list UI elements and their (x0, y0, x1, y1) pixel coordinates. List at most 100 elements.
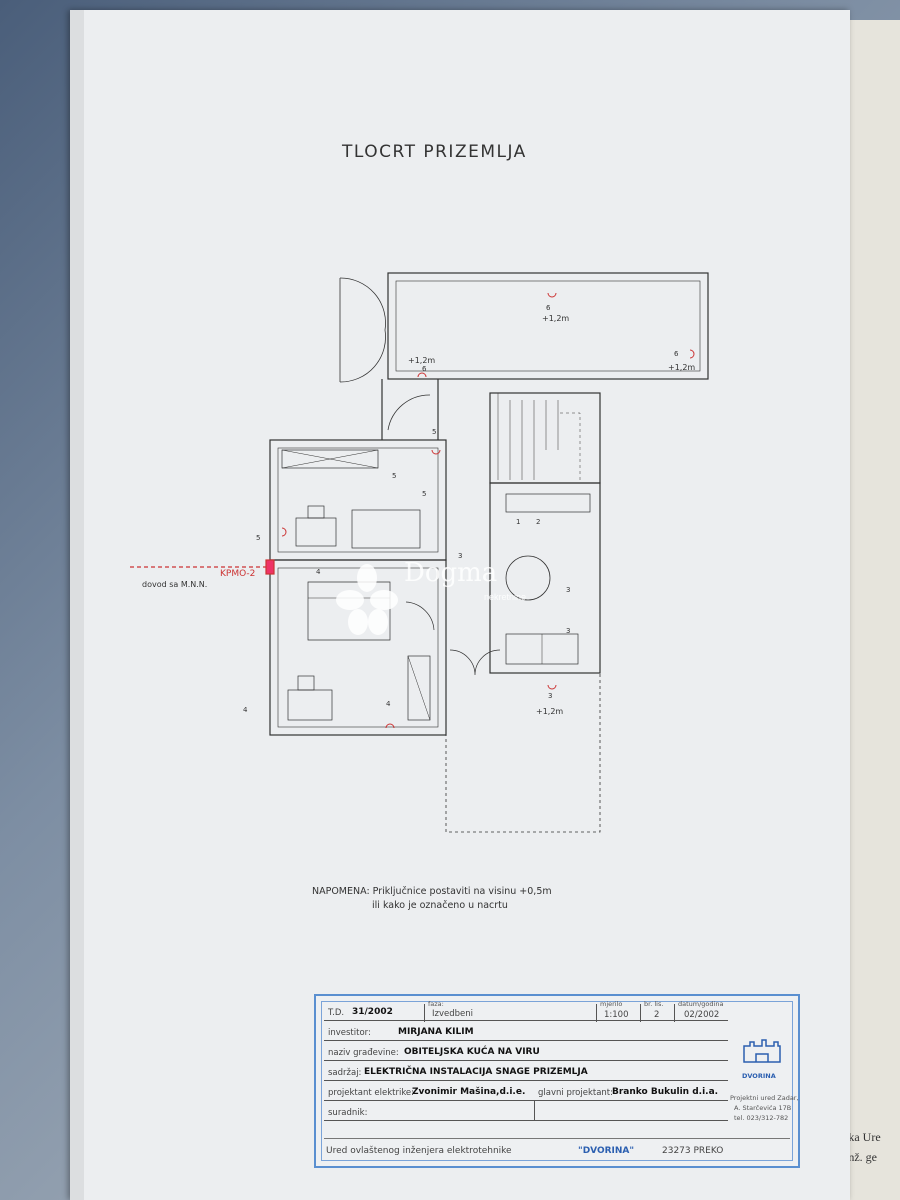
socket-icon (417, 372, 427, 378)
office-line-1: Projektni ured Zadar, (730, 1094, 799, 1102)
drawing-title: TLOCRT PRIZEMLJA (342, 142, 527, 162)
circuit-number: 1 (516, 518, 521, 526)
title-block-rule (324, 1120, 728, 1121)
watermark-brand: Dogma (404, 558, 498, 588)
sadrzaj-value: ELEKTRIČNA INSTALACIJA SNAGE PRIZEMLJA (364, 1067, 588, 1077)
bedroom-1 (269, 439, 447, 561)
entrance-door-swing (339, 277, 386, 383)
bedroom-2 (269, 559, 447, 736)
watermark-flower-icon (336, 564, 398, 635)
background-sheet-text: ika Ure (845, 1130, 881, 1144)
socket-icon (385, 723, 395, 729)
circuit-number: 4 (243, 706, 248, 714)
projektant-label: projektant elektrike: (328, 1088, 415, 1098)
title-block-divider (674, 1004, 675, 1022)
faza-label: faza: (428, 1000, 444, 1008)
title-block-rule (324, 1080, 728, 1081)
datum-label: datum/godina (678, 1000, 724, 1008)
title-block-divider (424, 1004, 425, 1022)
ured-name: "DVORINA" (578, 1146, 635, 1156)
mjerilo-label: mjerilo (600, 1000, 623, 1008)
circuit-number: 5 (256, 534, 261, 542)
circuit-number: 6 (674, 350, 679, 358)
socket-icon (689, 349, 695, 359)
td-value: 31/2002 (352, 1007, 393, 1017)
dining-table (505, 555, 551, 601)
investitor-label: investitor: (328, 1028, 371, 1038)
title-block-divider (596, 1004, 597, 1022)
staircase (489, 392, 601, 484)
circuit-number: 4 (386, 700, 391, 708)
circuit-number: 3 (458, 552, 463, 560)
height-label: +1,2m (542, 314, 570, 323)
socket-icon (547, 292, 557, 298)
datum-value: 02/2002 (684, 1010, 720, 1020)
gradevina-value: OBITELJSKA KUĆA NA VIRU (404, 1047, 540, 1057)
circuit-number: 5 (392, 472, 397, 480)
kpmo-box (265, 559, 275, 575)
height-label: +1,2m (536, 707, 564, 716)
socket-icon (431, 449, 441, 455)
postal-code: 23273 PREKO (662, 1146, 724, 1156)
mjerilo-value: 1:100 (604, 1010, 629, 1020)
circuit-number: 6 (546, 304, 551, 312)
stair-outline (560, 412, 581, 480)
faza-value: Izvedbeni (432, 1009, 473, 1019)
socket-icon (547, 684, 557, 690)
glavni-label: glavni projektant: (538, 1088, 613, 1098)
wardrobe-hatch (281, 449, 379, 469)
sadrzaj-label: sadržaj: (328, 1068, 362, 1078)
bed (351, 509, 421, 549)
title-block-divider (534, 1100, 535, 1120)
ured-label: Ured ovlaštenog inženjera elektrotehnike (326, 1146, 512, 1156)
chair-2 (297, 675, 315, 691)
investitor-value: MIRJANA KILIM (398, 1027, 474, 1037)
lower-patio (445, 673, 601, 833)
list-label: br. lis. (644, 1000, 664, 1008)
gradevina-label: naziv građevine: (328, 1048, 399, 1058)
wardrobe-2 (407, 655, 431, 721)
bedroom-1-inner (277, 447, 439, 553)
office-line-2: A. Starčevića 17B (734, 1104, 792, 1112)
note-line-1: NAPOMENA: Priključnice postaviti na visi… (312, 886, 552, 897)
socket-icon (281, 527, 287, 537)
chair (307, 505, 325, 519)
floor-plan (130, 272, 709, 833)
glavni-value: Branko Bukulin d.i.a. (612, 1087, 719, 1097)
circuit-number: 3 (566, 627, 571, 635)
supply-label: dovod sa M.N.N. (142, 580, 208, 589)
terrace-inner (395, 280, 701, 372)
circuit-number: 4 (316, 568, 321, 576)
title-block-rule (324, 1060, 728, 1061)
logo-text: DVORINA (742, 1072, 776, 1080)
title-block-rule (324, 1020, 728, 1021)
circuit-number: 3 (548, 692, 553, 700)
projektant-value: Zvonimir Mašina,d.i.e. (412, 1087, 526, 1097)
circuit-number: 2 (536, 518, 541, 526)
height-label: +1,2m (408, 356, 436, 365)
living-kitchen (489, 482, 601, 674)
title-block-rule (324, 1100, 728, 1101)
suradnik-label: suradnik: (328, 1108, 368, 1118)
desk (295, 517, 337, 547)
background-sheet-text: inž. ge (845, 1150, 877, 1164)
circuit-number: 6 (422, 365, 427, 373)
kitchen-counter (505, 493, 591, 513)
page-edge (70, 10, 84, 1200)
circuit-number: 5 (422, 490, 427, 498)
circuit-number: 5 (432, 428, 437, 436)
wardrobe (281, 449, 379, 469)
bedroom-2-door (405, 601, 435, 631)
kpmo-label: KPMO-2 (220, 569, 256, 579)
title-block-rule (324, 1040, 728, 1041)
note-line-2: ili kako je označeno u nacrtu (372, 900, 508, 911)
stair-treads (497, 393, 559, 480)
document-page: TLOCRT PRIZEMLJA (70, 10, 850, 1200)
desk-2 (287, 689, 333, 721)
title-block-rule (324, 1138, 790, 1139)
office-line-3: tel. 023/312-782 (734, 1114, 789, 1122)
watermark-sub: nekretnine (484, 592, 527, 602)
height-label: +1,2m (668, 363, 696, 372)
title-block: T.D. 31/2002 faza: Izvedbeni mjerilo 1:1… (314, 994, 800, 1168)
dvorina-logo-icon (743, 1039, 781, 1063)
